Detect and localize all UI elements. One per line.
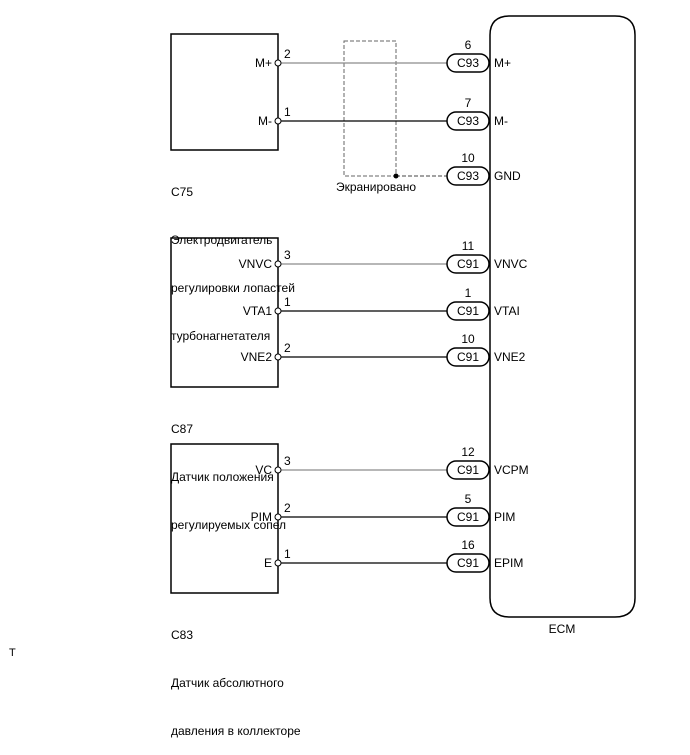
component-description-line: регулировки лопастей <box>171 281 295 295</box>
connector-label: C91 <box>457 257 479 271</box>
ecm-pin-number: 1 <box>465 286 472 300</box>
connector-c91 <box>446 460 490 480</box>
terminal-pin <box>274 513 282 521</box>
component-description-line: давления в коллекторе <box>171 724 301 738</box>
component-description-line: регулируемых сопел <box>171 518 287 532</box>
shield-label: Экранировано <box>336 180 416 194</box>
component-pin-label: M+ <box>255 56 272 70</box>
ecm-signal-label: PIM <box>494 510 515 524</box>
component-description-line: Датчик положения <box>171 470 274 484</box>
ecm-signal-label: M- <box>494 114 508 128</box>
component-pin-label: VC <box>255 463 272 477</box>
component-c75-caption: C75 Электродвигатель регулировки лопасте… <box>171 152 295 360</box>
ecm-pin-number: 12 <box>461 445 475 459</box>
ecm-pin-number: 11 <box>462 239 475 253</box>
component-pin-label: VNE2 <box>241 350 273 364</box>
component-pin-label: PIM <box>251 510 272 524</box>
connector-c93 <box>446 166 490 186</box>
component-code: C75 <box>171 185 194 199</box>
component-pin-number: 3 <box>284 248 291 262</box>
component-pin-number: 3 <box>284 454 291 468</box>
footer-mark: T <box>9 647 16 659</box>
terminal-pin <box>274 117 282 125</box>
ecm-signal-label: VCPM <box>494 463 529 477</box>
connector-label: C93 <box>457 114 479 128</box>
component-pin-number: 2 <box>284 47 291 61</box>
connector-c91 <box>446 301 490 321</box>
component-description-line: Электродвигатель <box>171 233 273 247</box>
ecm-pin-number: 10 <box>461 151 475 165</box>
terminal-pin <box>274 260 282 268</box>
component-code: C87 <box>171 422 194 436</box>
terminal-pin <box>274 59 282 67</box>
connector-label: C93 <box>457 56 479 70</box>
terminal-pin <box>274 353 282 361</box>
component-pin-number: 1 <box>284 105 291 119</box>
ecm-pin-number: 5 <box>465 492 472 506</box>
component-description-line: турбонагнетателя <box>171 329 271 343</box>
connector-label: C91 <box>457 304 479 318</box>
component-pin-number: 2 <box>284 341 291 355</box>
component-code: C83 <box>171 628 194 642</box>
ecm-box <box>489 15 636 618</box>
connector-c93 <box>446 53 490 73</box>
connector-label: C91 <box>457 350 479 364</box>
ecm-signal-label: M+ <box>494 56 511 70</box>
component-pin-label: VNVC <box>239 257 273 271</box>
terminal-pin <box>274 466 282 474</box>
connector-c93 <box>446 111 490 131</box>
shield-junction-dot <box>393 173 399 179</box>
connector-label: C91 <box>457 510 479 524</box>
connector-label: C91 <box>457 463 479 477</box>
component-pin-number: 1 <box>284 295 291 309</box>
ecm-pin-number: 16 <box>461 538 475 552</box>
connector-c91 <box>446 347 490 367</box>
terminal-pin <box>274 559 282 567</box>
component-pin-number: 2 <box>284 501 291 515</box>
ecm-signal-label: VNE2 <box>494 350 526 364</box>
ecm-pin-number: 6 <box>465 38 472 52</box>
connector-label: C93 <box>457 169 479 183</box>
connector-c91 <box>446 507 490 527</box>
terminal-pin <box>274 307 282 315</box>
component-pin-label: M- <box>258 114 272 128</box>
wiring-diagram: ECM Экранировано M+2M-1VNVC3VTA11VNE22VC… <box>170 15 636 636</box>
ecm-pin-number: 10 <box>461 332 475 346</box>
ecm-signal-label: GND <box>494 169 521 183</box>
connector-label: C91 <box>457 556 479 570</box>
connector-c91 <box>446 553 490 573</box>
component-box-c75 <box>170 33 279 151</box>
ecm-pin-number: 7 <box>465 96 472 110</box>
shield-box <box>343 40 397 177</box>
ecm-signal-label: EPIM <box>494 556 523 570</box>
component-pin-label: VTA1 <box>243 304 272 318</box>
ecm-signal-label: VTAI <box>494 304 520 318</box>
component-pin-number: 1 <box>284 547 291 561</box>
component-description-line: Датчик абсолютного <box>171 676 284 690</box>
component-pin-label: E <box>264 556 272 570</box>
ecm-signal-label: VNVC <box>494 257 528 271</box>
ecm-label: ECM <box>549 622 576 636</box>
component-c87-caption: C87 Датчик положения регулируемых сопел <box>171 389 286 549</box>
component-c83-caption: C83 Датчик абсолютного давления в коллек… <box>171 595 301 755</box>
connector-c91 <box>446 254 490 274</box>
